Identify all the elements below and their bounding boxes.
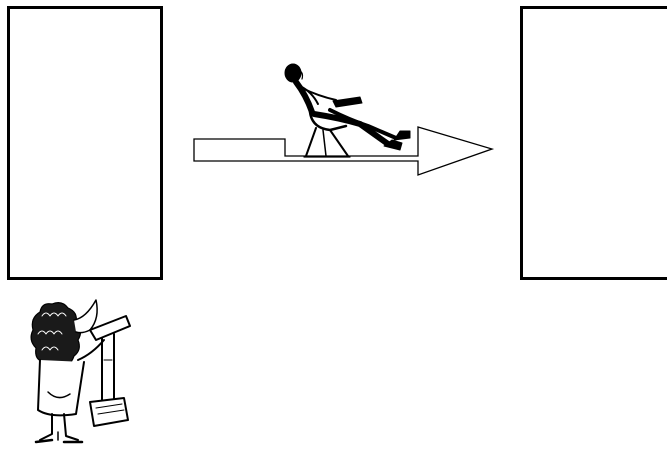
left-box (7, 6, 163, 280)
right-box (520, 6, 667, 280)
